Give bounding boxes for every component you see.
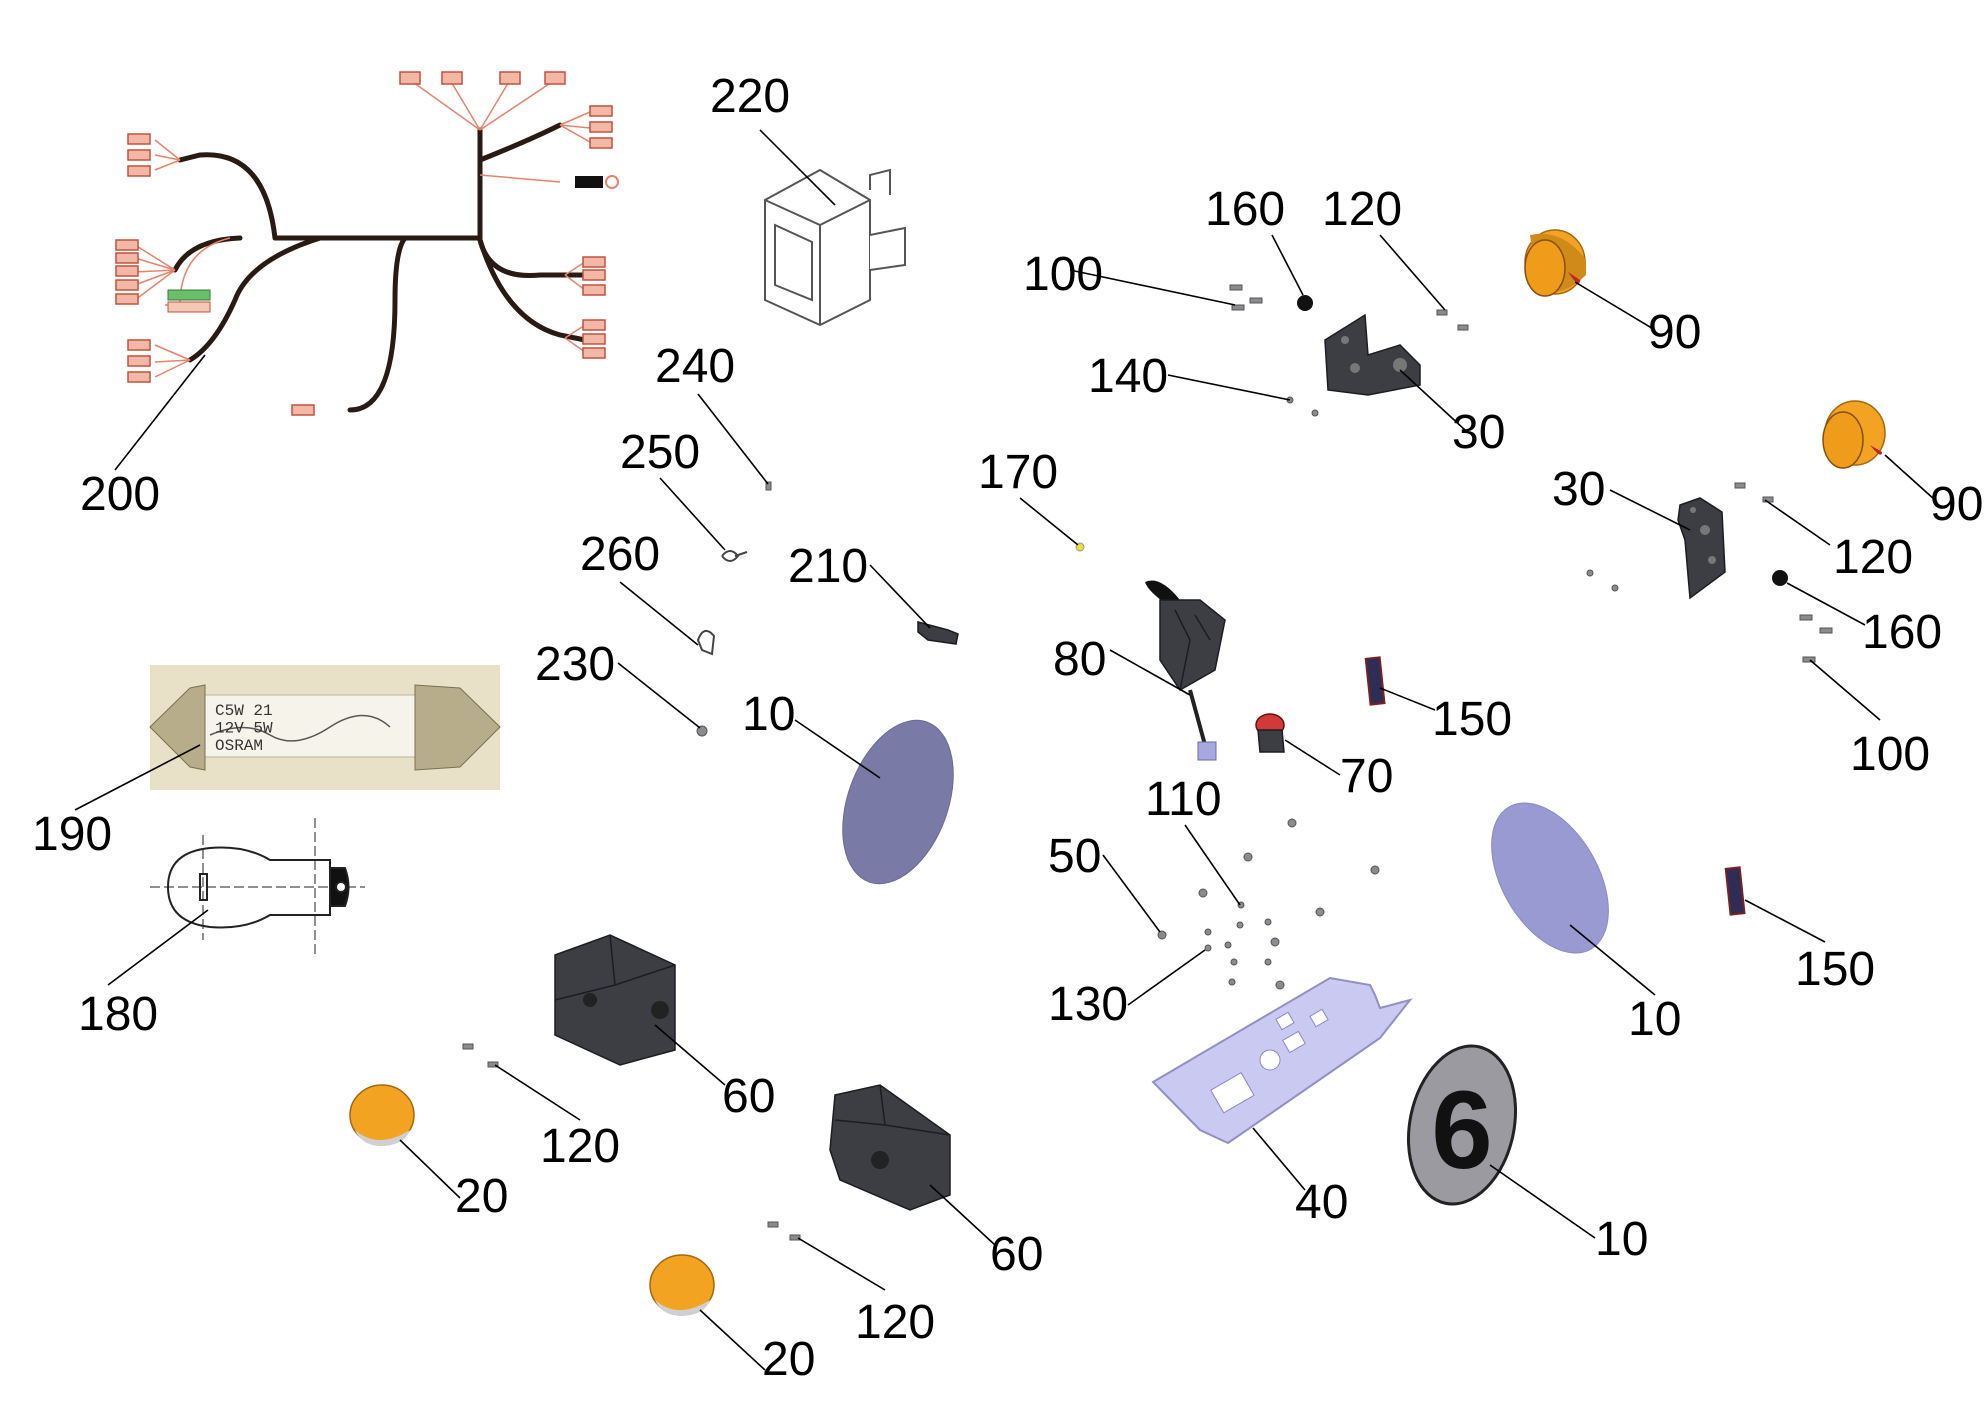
joystick-80 xyxy=(1145,580,1226,761)
callout-80: 80 xyxy=(1053,633,1106,686)
callout-180: 180 xyxy=(78,988,158,1041)
callout-20-a: 20 xyxy=(455,1170,508,1223)
callout-30-b: 30 xyxy=(1552,463,1605,516)
callout-120-c: 120 xyxy=(1322,183,1402,236)
callout-160-b: 160 xyxy=(1862,606,1942,659)
callout-30-a: 30 xyxy=(1452,406,1505,459)
reflector-150-bottom xyxy=(1724,866,1746,916)
callout-10-decal: 10 xyxy=(1595,1213,1648,1266)
callout-240: 240 xyxy=(655,340,735,393)
mounting-plate-40 xyxy=(1151,976,1413,1145)
screws-120-lower-a xyxy=(462,1043,499,1068)
callout-10-left: 10 xyxy=(742,688,795,741)
callout-160-a: 160 xyxy=(1205,183,1285,236)
callout-120-d: 120 xyxy=(1833,531,1913,584)
callout-40: 40 xyxy=(1295,1176,1348,1229)
amber-lamp-90-b xyxy=(1822,400,1886,469)
callout-110: 110 xyxy=(1145,773,1222,826)
lens-10-left xyxy=(842,719,954,885)
callout-200: 200 xyxy=(80,468,160,521)
relay-220 xyxy=(764,168,906,327)
callout-60-b: 60 xyxy=(990,1228,1043,1281)
small-clip-parts xyxy=(696,481,959,737)
callout-90-a: 90 xyxy=(1648,306,1701,359)
screws-120-lower-b xyxy=(767,1221,801,1241)
callout-230: 230 xyxy=(535,638,615,691)
callout-120-a: 120 xyxy=(540,1120,620,1173)
washer-160-right xyxy=(1772,570,1788,586)
screws-100-top xyxy=(1229,284,1263,311)
decal-number: 6 xyxy=(1431,1069,1492,1192)
wiring-harness-200 xyxy=(115,71,619,416)
callout-50: 50 xyxy=(1048,830,1101,883)
amber-lamp-20-b xyxy=(649,1254,715,1316)
callout-170: 170 xyxy=(978,446,1058,499)
callout-150-b: 150 xyxy=(1795,943,1875,996)
reflector-150-top xyxy=(1364,656,1386,706)
callout-100-a: 100 xyxy=(1023,248,1103,301)
callout-140: 140 xyxy=(1088,350,1168,403)
callout-250: 250 xyxy=(620,426,700,479)
lamp-housing-60-b xyxy=(829,1084,951,1211)
lens-10-right xyxy=(1491,802,1609,954)
callout-210: 210 xyxy=(788,540,868,593)
callout-100-b: 100 xyxy=(1850,728,1930,781)
callout-130: 130 xyxy=(1048,978,1128,1031)
washer-160-top xyxy=(1297,295,1313,311)
bracket-30-right xyxy=(1677,497,1726,600)
callout-90-b: 90 xyxy=(1930,478,1983,531)
amber-lamp-20-a xyxy=(349,1084,415,1146)
callout-10-right: 10 xyxy=(1628,993,1681,1046)
switch-70 xyxy=(1255,713,1285,753)
callout-220: 220 xyxy=(710,70,790,123)
bulb-sketch-180 xyxy=(150,818,365,955)
callout-260: 260 xyxy=(580,528,660,581)
screws-120-right xyxy=(1734,482,1774,503)
callout-120-b: 120 xyxy=(855,1296,935,1349)
callout-70: 70 xyxy=(1340,750,1393,803)
callout-150-a: 150 xyxy=(1432,693,1512,746)
screws-100-right xyxy=(1799,614,1833,663)
bracket-30-top xyxy=(1324,313,1421,396)
callout-20-b: 20 xyxy=(762,1333,815,1386)
amber-lamp-90-a xyxy=(1524,229,1586,297)
hardware-cluster xyxy=(1157,818,1380,990)
callout-190: 190 xyxy=(32,808,112,861)
callout-60-a: 60 xyxy=(722,1070,775,1123)
number-decal-10: 6 xyxy=(1406,1044,1518,1206)
lamp-housing-60-a xyxy=(554,934,676,1066)
screws-120-top xyxy=(1436,309,1469,331)
